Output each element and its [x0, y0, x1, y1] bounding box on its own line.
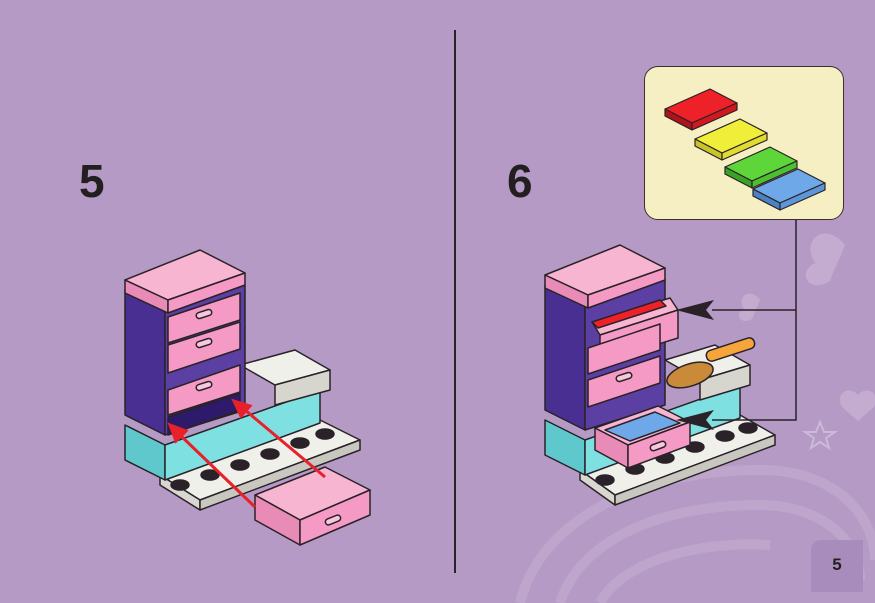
drawer-upper-2: [587, 323, 661, 375]
teal-base-brick: [124, 424, 166, 481]
swirl-decoration: [515, 464, 875, 603]
drawer-middle: [587, 355, 661, 408]
green-tile: [724, 146, 798, 189]
red-tile: [664, 88, 738, 131]
page-number: 5: [832, 555, 842, 574]
base-studs: [170, 428, 335, 491]
page-number-box: 5: [811, 540, 863, 592]
heart-decoration: [840, 390, 875, 421]
step-6-illustration: [544, 244, 776, 506]
cabinet-body: [124, 289, 166, 436]
butterfly-decoration: [805, 233, 845, 286]
arrow-icon: [244, 408, 326, 479]
drawer-middle: [167, 364, 241, 416]
drawer-upper-1: [167, 292, 241, 344]
step-6-number: 6: [507, 155, 533, 207]
yellow-tile: [694, 118, 768, 161]
blue-tile: [752, 168, 826, 211]
step-5-illustration: [124, 249, 371, 546]
star-decoration: [801, 419, 839, 451]
swirl-decoration: [595, 539, 771, 603]
arrow-icon: [178, 433, 257, 509]
drawer-upper-2: [167, 321, 241, 374]
step-5-number: 5: [79, 155, 105, 207]
teal-base-brick: [544, 419, 586, 476]
cabinet-body: [544, 284, 586, 431]
step-divider: [454, 30, 456, 573]
parts-callout: [644, 66, 844, 220]
